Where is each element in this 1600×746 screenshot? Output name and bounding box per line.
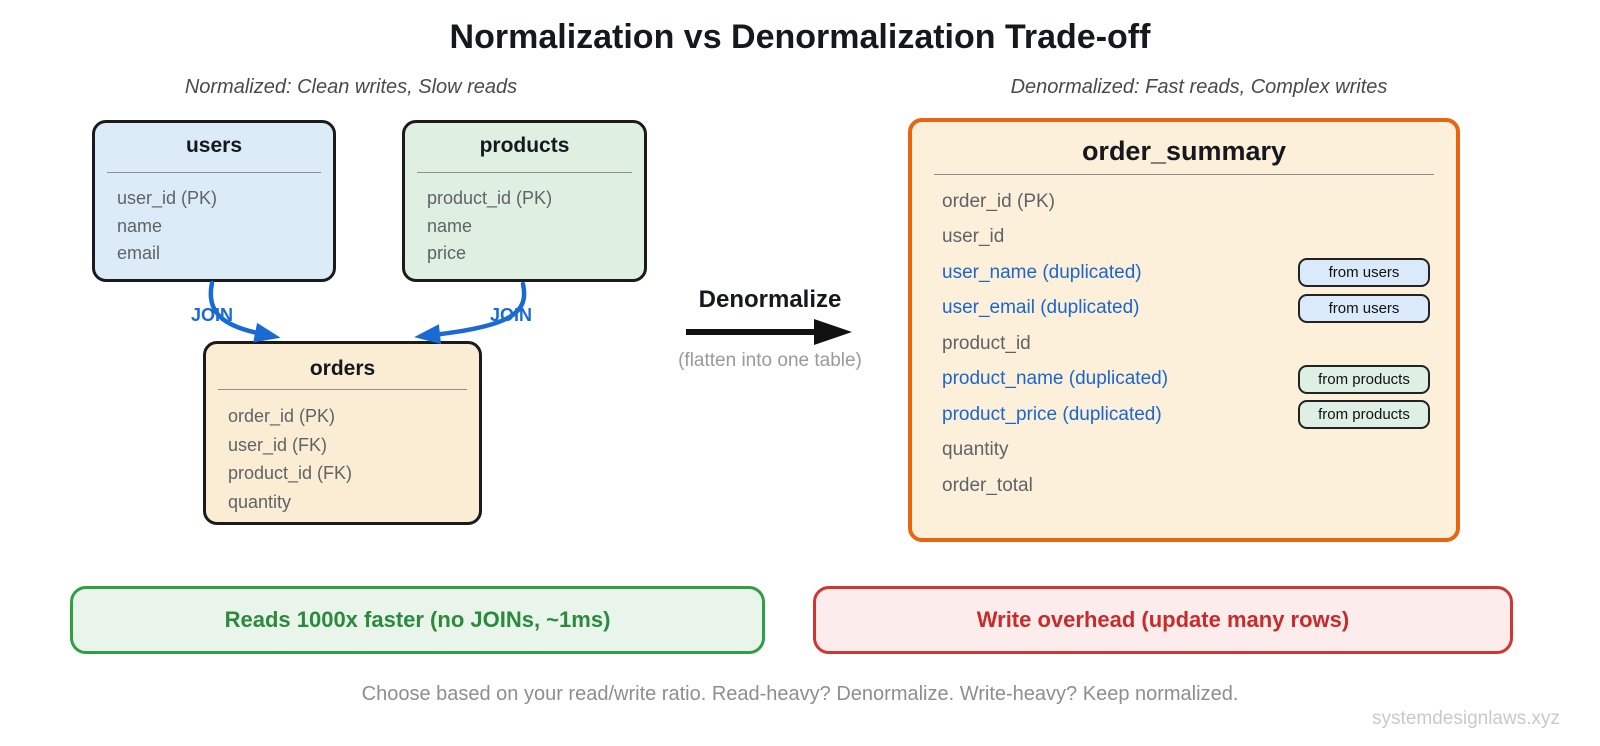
table-users: users user_id (PK) name email xyxy=(92,120,336,282)
table-row: user_id (FK) xyxy=(228,434,328,455)
field-label-duplicated: product_name (duplicated) xyxy=(942,368,1169,390)
table-products-title: products xyxy=(479,134,570,157)
table-order-summary-fields: order_id (PK) user_id user_name (duplica… xyxy=(912,184,1456,504)
field-label-duplicated: product_price (duplicated) xyxy=(942,403,1162,425)
from-products-badge: from products xyxy=(1298,400,1430,430)
divider xyxy=(218,389,467,390)
from-users-badge: from users xyxy=(1298,293,1430,323)
table-row: quantity xyxy=(228,491,292,512)
reads-verdict-label: Reads 1000x faster (no JOINs, ~1ms) xyxy=(224,607,611,632)
field-label-duplicated: user_email (duplicated) xyxy=(942,297,1140,319)
table-row: order_id (PK) xyxy=(942,184,1430,220)
field-label: order_id (PK) xyxy=(942,190,1055,212)
field-label: product_id xyxy=(942,332,1031,354)
page-title: Normalization vs Denormalization Trade-o… xyxy=(449,18,1151,56)
table-users-fields: user_id (PK) name email xyxy=(95,185,333,268)
field-label: quantity xyxy=(942,439,1009,461)
reads-verdict-box: Reads 1000x faster (no JOINs, ~1ms) xyxy=(70,586,765,654)
table-row: name xyxy=(117,215,163,236)
table-row: user_name (duplicated) from users xyxy=(942,255,1430,291)
join-label-right: JOIN xyxy=(490,305,533,325)
divider xyxy=(107,172,321,173)
field-label-duplicated: user_name (duplicated) xyxy=(942,261,1142,283)
table-row: order_id (PK) xyxy=(228,406,336,426)
denormalized-caption: Denormalized: Fast reads, Complex writes xyxy=(1010,76,1388,98)
table-row: user_id (PK) xyxy=(117,188,218,208)
table-row: product_price (duplicated) from products xyxy=(942,397,1430,433)
table-row: user_id xyxy=(942,220,1430,256)
footer-advice: Choose based on your read/write ratio. R… xyxy=(361,683,1239,705)
normalized-caption: Normalized: Clean writes, Slow reads xyxy=(184,76,518,98)
table-row: product_id (FK) xyxy=(228,463,353,483)
table-order-summary: order_summary order_id (PK) user_id user… xyxy=(908,118,1460,542)
table-row: product_id (PK) xyxy=(427,188,553,208)
table-users-title: users xyxy=(185,134,243,157)
denormalize-sublabel: (flatten into one table) xyxy=(678,350,862,371)
table-row: order_total xyxy=(942,468,1430,504)
divider xyxy=(417,172,632,173)
table-row: user_email (duplicated) from users xyxy=(942,291,1430,327)
table-products: products product_id (PK) name price xyxy=(402,120,647,282)
table-row: email xyxy=(117,243,161,263)
divider xyxy=(934,174,1434,175)
table-orders-fields: order_id (PK) user_id (FK) product_id (F… xyxy=(206,402,479,516)
from-users-badge: from users xyxy=(1298,258,1430,288)
denormalize-label: Denormalize xyxy=(698,286,842,313)
watermark: systemdesignlaws.xyz xyxy=(1372,708,1560,729)
writes-verdict-box: Write overhead (update many rows) xyxy=(813,586,1513,654)
join-label-left: JOIN xyxy=(191,305,234,325)
table-products-fields: product_id (PK) name price xyxy=(405,185,644,268)
table-row: product_id xyxy=(942,326,1430,362)
field-label: order_total xyxy=(942,474,1033,496)
writes-verdict-label: Write overhead (update many rows) xyxy=(976,607,1350,632)
table-row: quantity xyxy=(942,433,1430,469)
from-products-badge: from products xyxy=(1298,364,1430,394)
table-order-summary-title: order_summary xyxy=(1081,136,1287,166)
field-label: user_id xyxy=(942,226,1005,248)
table-orders: orders order_id (PK) user_id (FK) produc… xyxy=(203,341,482,525)
table-row: price xyxy=(427,243,467,263)
table-orders-title: orders xyxy=(309,357,376,380)
table-row: product_name (duplicated) from products xyxy=(942,362,1430,398)
table-row: name xyxy=(427,215,473,236)
